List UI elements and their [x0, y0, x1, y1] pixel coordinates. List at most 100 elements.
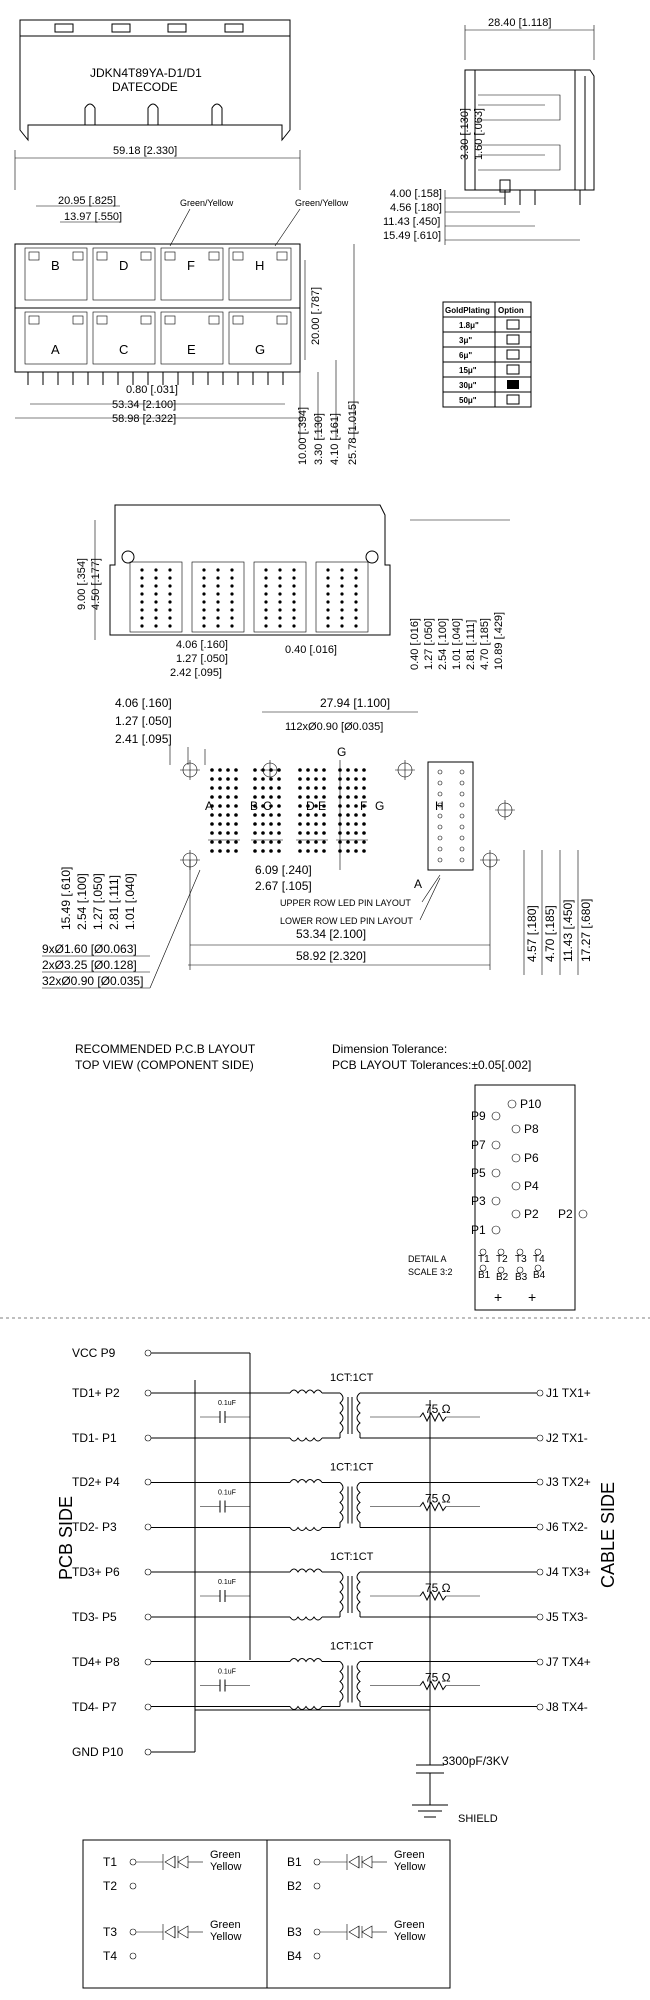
port-bottom — [24, 311, 88, 365]
shield-label: SHIELD — [458, 1813, 498, 1825]
left-pin-label: TD1+ P2 — [72, 1386, 120, 1400]
detail-pin: P10 — [520, 1097, 542, 1111]
left-pin-label: TD3+ P6 — [72, 1565, 120, 1579]
tolerance-line1: Dimension Tolerance: — [332, 1042, 447, 1056]
port-top — [92, 247, 156, 301]
top-v1: 10.00 [.394] — [297, 407, 309, 465]
datecode-label: DATECODE — [112, 80, 178, 94]
pcb-layout: 4.06 [.160] 1.27 [.050] 2.41 [.095] 27.9… — [42, 696, 593, 989]
led-color-green: Green — [394, 1849, 425, 1861]
detail-label: DETAIL A — [408, 1254, 447, 1264]
port-letter: G — [375, 799, 384, 813]
option-checkbox[interactable] — [507, 380, 519, 389]
plating-value: 6μ" — [459, 351, 472, 360]
lower-led-label: LOWER ROW LED PIN LAYOUT — [280, 916, 413, 926]
side-h2: 1.60 [.063] — [473, 108, 485, 160]
led-color-yellow: Yellow — [394, 1931, 425, 1943]
cap-label: 0.1uF — [218, 1669, 236, 1676]
side-view: 28.40 [1.118] 3.30 [.130] 1.60 [.063] 4.… — [383, 17, 595, 245]
bottom-p2: 1.27 [.050] — [176, 653, 228, 665]
upper-led-label: UPPER ROW LED PIN LAYOUT — [280, 898, 411, 908]
right-pin-label: J4 TX3+ — [546, 1565, 591, 1579]
pcb-side-label: PCB SIDE — [56, 1496, 76, 1580]
pcb-d2: 1.27 [.050] — [115, 714, 172, 728]
pin-block — [191, 561, 245, 633]
bottom-p4: 0.40 [.016] — [285, 644, 337, 656]
res-label: 75 Ω — [425, 1581, 451, 1595]
port-letter: F — [360, 799, 367, 813]
plating-value: 50μ" — [459, 396, 477, 405]
option-checkbox[interactable] — [506, 319, 520, 330]
right-pin-label: J3 TX2+ — [546, 1475, 591, 1489]
ratio-label: 1CT:1CT — [330, 1462, 374, 1474]
cap-label: 0.1uF — [218, 1579, 236, 1586]
port-letter: C — [263, 799, 272, 813]
bottom-pin-blocks — [129, 561, 369, 633]
pcb-d4: 27.94 [1.100] — [320, 696, 390, 710]
pin-block — [315, 561, 369, 633]
pcb-d5: 6.09 [.240] — [255, 863, 312, 877]
option-checkbox[interactable] — [506, 349, 520, 360]
bottom-p1: 4.06 [.160] — [176, 639, 228, 651]
led-pin-label: B3 — [287, 1925, 302, 1939]
top-span2-dim: 58.98 [2.322] — [112, 413, 176, 425]
ratio-label: 1CT:1CT — [330, 1372, 374, 1384]
port-label: B — [51, 258, 60, 273]
plating-value: 3μ" — [459, 336, 472, 345]
pcb-left-dim: 15.49 [.610] — [59, 867, 73, 930]
recommended-line2: TOP VIEW (COMPONENT SIDE) — [75, 1058, 254, 1072]
hole-note: 2xØ3.25 [Ø0.128] — [42, 958, 137, 972]
side-d4: 15.49 [.610] — [383, 230, 441, 242]
bottom-r5: 2.81 [.111] — [465, 620, 477, 670]
plating-value: 15μ" — [459, 366, 477, 375]
detail-pin: P1 — [471, 1223, 486, 1237]
led-color-label-1: Green/Yellow — [180, 198, 234, 208]
cap-label: 0.1uF — [218, 1400, 236, 1407]
detail-pin: P7 — [471, 1138, 486, 1152]
led-color-label-2: Green/Yellow — [295, 198, 349, 208]
bottom-r6: 4.70 [.185] — [479, 618, 491, 670]
top-w2-dim: 13.97 [.550] — [64, 211, 122, 223]
detail-ref: A — [414, 877, 422, 891]
right-pin-label: J1 TX1+ — [546, 1386, 591, 1400]
pcb-right-dim: 4.57 [.180] — [525, 905, 539, 962]
option-checkbox[interactable] — [506, 364, 520, 375]
top-v3: 4.10 [.161] — [329, 413, 341, 465]
port-top — [228, 247, 292, 301]
recommended-line1: RECOMMENDED P.C.B LAYOUT — [75, 1042, 256, 1056]
led-pin-label: B4 — [287, 1949, 302, 1963]
port-letter: B — [250, 799, 258, 813]
detail-pin: P4 — [524, 1179, 539, 1193]
left-pin-label: TD1- P1 — [72, 1431, 117, 1445]
option-checkbox[interactable] — [506, 334, 520, 345]
led-color-green: Green — [394, 1919, 425, 1931]
port-letter: H — [435, 799, 444, 813]
top-overall-dim: 59.18 [2.330] — [113, 145, 177, 157]
left-pin-label: TD4+ P8 — [72, 1655, 120, 1669]
pcb-left-dim: 1.27 [.050] — [91, 873, 105, 930]
pcb-d1: 4.06 [.160] — [115, 696, 172, 710]
res-label: 75 Ω — [425, 1402, 451, 1416]
led-color-yellow: Yellow — [210, 1931, 241, 1943]
led-pin-label: B2 — [287, 1879, 302, 1893]
led-pin-label: T1 — [103, 1855, 117, 1869]
led-color-yellow: Yellow — [210, 1861, 241, 1873]
ratio-label: 1CT:1CT — [330, 1551, 374, 1563]
bottom-p3: 2.42 [.095] — [170, 667, 222, 679]
front-view: JDKN4T89YA-D1/D1 DATECODE — [19, 19, 291, 142]
port-label: F — [187, 258, 195, 273]
port-top — [24, 247, 88, 301]
ratio-label: 1CT:1CT — [330, 1641, 374, 1653]
detail-bottom-pin: T4 — [533, 1254, 545, 1265]
option-checkbox[interactable] — [506, 394, 520, 405]
detail-scale: SCALE 3:2 — [408, 1267, 453, 1277]
side-pins — [499, 179, 581, 205]
svg-text:+: + — [494, 1289, 502, 1305]
port-letter: A — [205, 799, 213, 813]
side-d2: 4.56 [.180] — [390, 202, 442, 214]
plating-value: 30μ" — [459, 381, 477, 390]
hole-note: 9xØ1.60 [Ø0.063] — [42, 942, 137, 956]
